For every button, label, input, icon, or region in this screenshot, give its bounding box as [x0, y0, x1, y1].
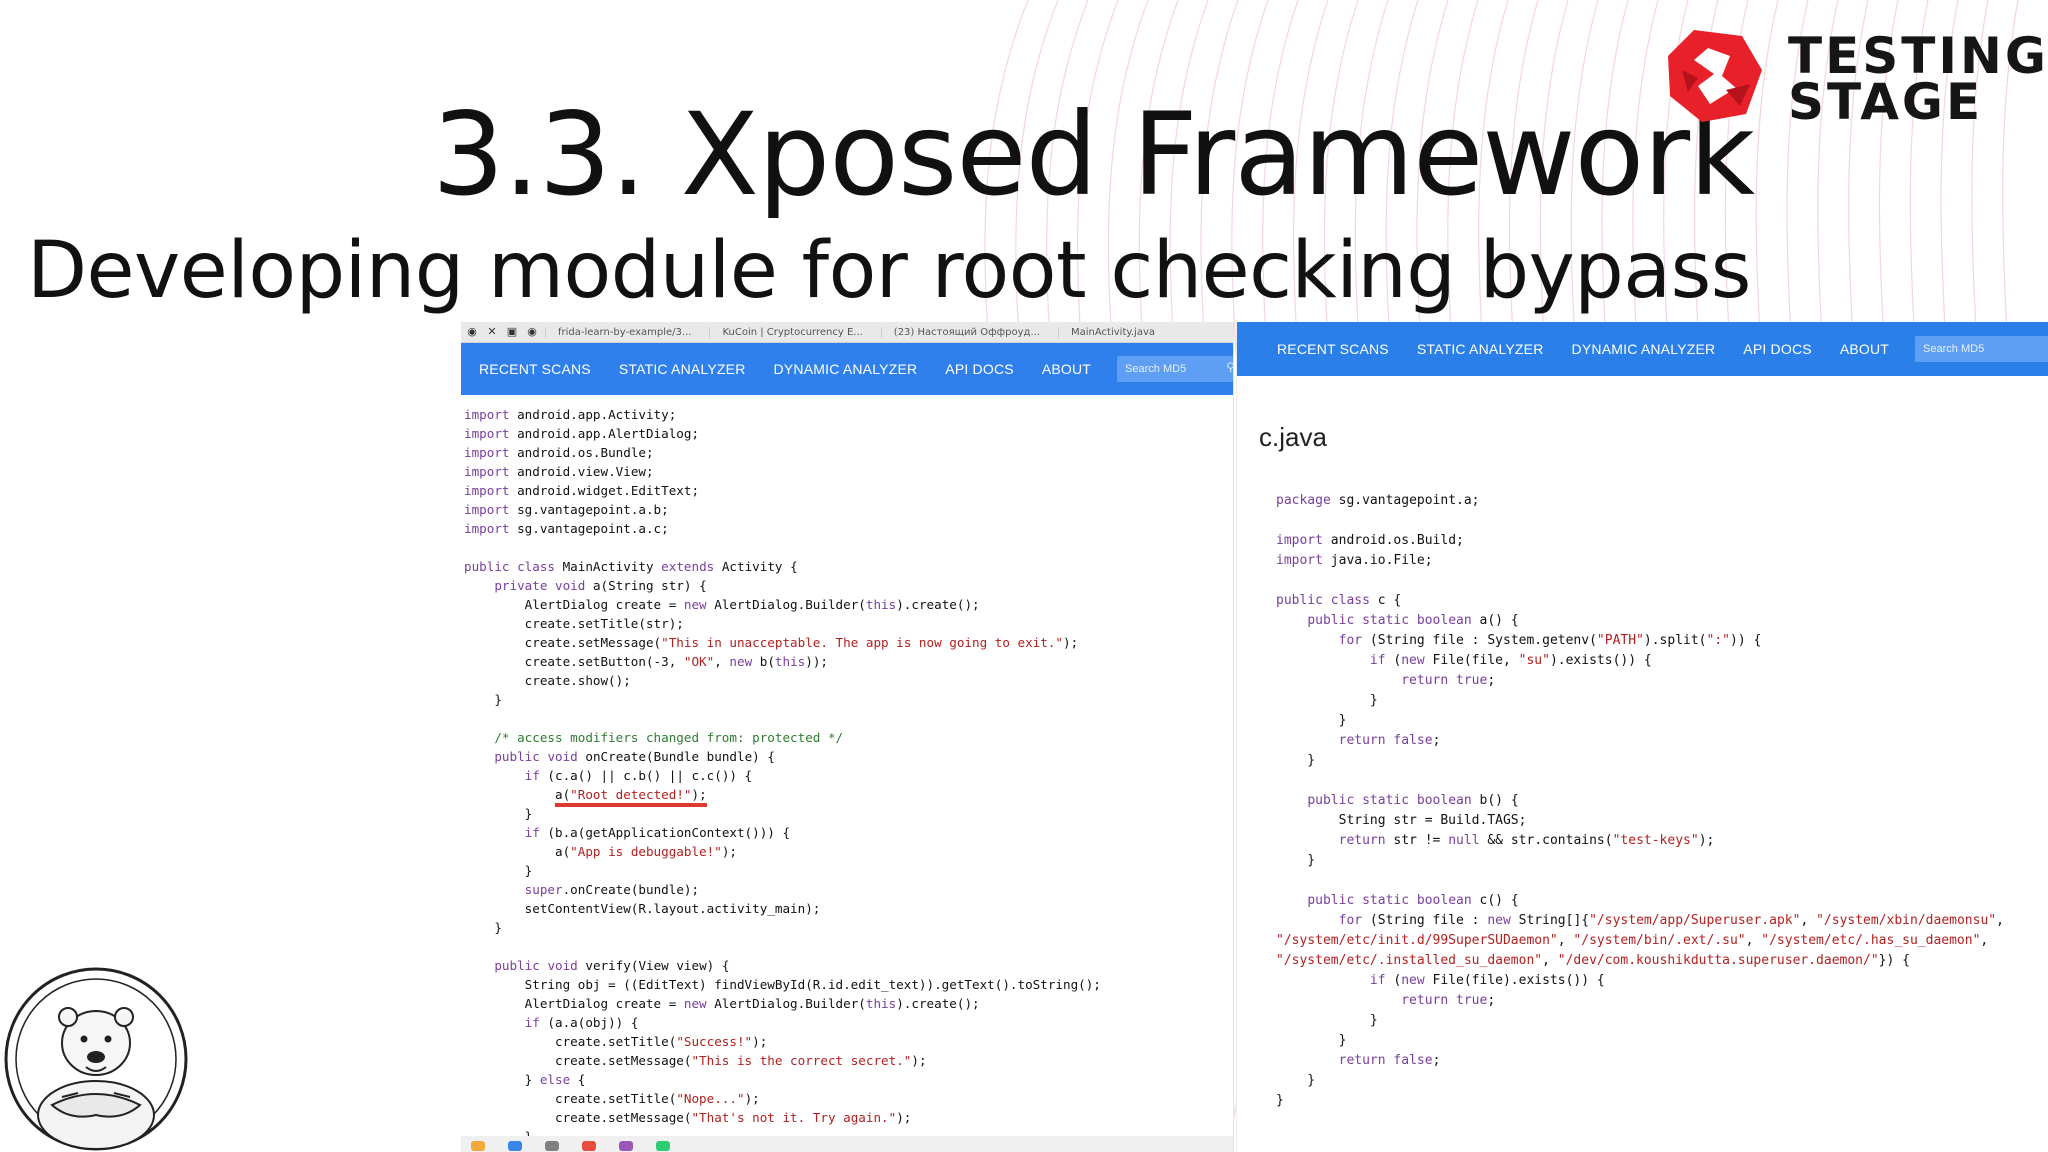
nav-recent-scans[interactable]: RECENT SCANS — [479, 361, 591, 377]
file-title: c.java — [1259, 422, 1327, 452]
search-placeholder: Search MD5 — [1125, 363, 1187, 375]
search-input[interactable]: Search MD5 ⚲ — [1117, 356, 1233, 382]
github-icon[interactable]: ◉ — [527, 325, 537, 338]
logo-word-stage: STAGE — [1788, 73, 1984, 131]
dock-strip — [461, 1136, 1233, 1152]
search-icon[interactable]: ⚲ — [1226, 360, 1233, 374]
browser-tab-active[interactable]: MainActivity.java — [1058, 326, 1167, 338]
nav-static-analyzer[interactable]: STATIC ANALYZER — [618, 361, 746, 377]
nav-api-docs[interactable]: API DOCS — [1743, 341, 1812, 357]
logo-mark-icon — [1668, 30, 1762, 122]
main-activity-code: import android.app.Activity; import andr… — [464, 407, 1101, 1144]
right-code-screenshot: RECENT SCANS STATIC ANALYZER DYNAMIC ANA… — [1236, 322, 2048, 1152]
mobsf-navbar: RECENT SCANS STATIC ANALYZER DYNAMIC ANA… — [461, 343, 1233, 395]
left-code-screenshot: ◉ ✕ ▣ ◉ frida-learn-by-example/3... KuCo… — [461, 322, 1234, 1152]
dock-app-icon[interactable] — [508, 1141, 523, 1151]
slide-title: 3.3. Xposed Framework — [432, 88, 1755, 221]
testing-stage-logo: TESTING STAGE — [1664, 26, 2046, 131]
tools-icon[interactable]: ✕ — [487, 325, 497, 338]
dock-app-icon[interactable] — [582, 1141, 597, 1151]
search-placeholder: Search MD5 — [1923, 343, 1985, 355]
dock-app-icon[interactable] — [656, 1141, 671, 1151]
nav-dynamic-analyzer[interactable]: DYNAMIC ANALYZER — [1571, 341, 1716, 357]
logo-word-testing: TESTING — [1788, 27, 2048, 85]
nav-dynamic-analyzer[interactable]: DYNAMIC ANALYZER — [773, 361, 918, 377]
browser-tab[interactable]: frida-learn-by-example/3... — [545, 326, 703, 338]
nav-about[interactable]: ABOUT — [1839, 341, 1890, 357]
search-input[interactable]: Search MD5 — [1915, 336, 2048, 362]
nav-recent-scans[interactable]: RECENT SCANS — [1277, 341, 1389, 357]
slide-subtitle: Developing module for root checking bypa… — [27, 226, 1751, 316]
bookmark-icon[interactable]: ▣ — [506, 325, 518, 338]
c-java-code: package sg.vantagepoint.a; import androi… — [1276, 493, 2004, 1108]
browser-tab-strip: ◉ ✕ ▣ ◉ frida-learn-by-example/3... KuCo… — [461, 322, 1233, 343]
dock-app-icon[interactable] — [545, 1141, 560, 1151]
browser-tab[interactable]: KuCoin | Cryptocurrency E... — [709, 326, 874, 338]
dock-app-icon[interactable] — [471, 1141, 485, 1151]
polar-bear-mascot-icon — [4, 967, 188, 1151]
nav-api-docs[interactable]: API DOCS — [945, 361, 1014, 377]
github-icon[interactable]: ◉ — [467, 325, 477, 338]
nav-about[interactable]: ABOUT — [1041, 361, 1092, 377]
browser-tab[interactable]: (23) Настоящий Оффроуд... — [880, 326, 1052, 338]
dock-app-icon[interactable] — [619, 1141, 634, 1151]
nav-static-analyzer[interactable]: STATIC ANALYZER — [1416, 341, 1544, 357]
mobsf-navbar: RECENT SCANS STATIC ANALYZER DYNAMIC ANA… — [1237, 322, 2048, 376]
